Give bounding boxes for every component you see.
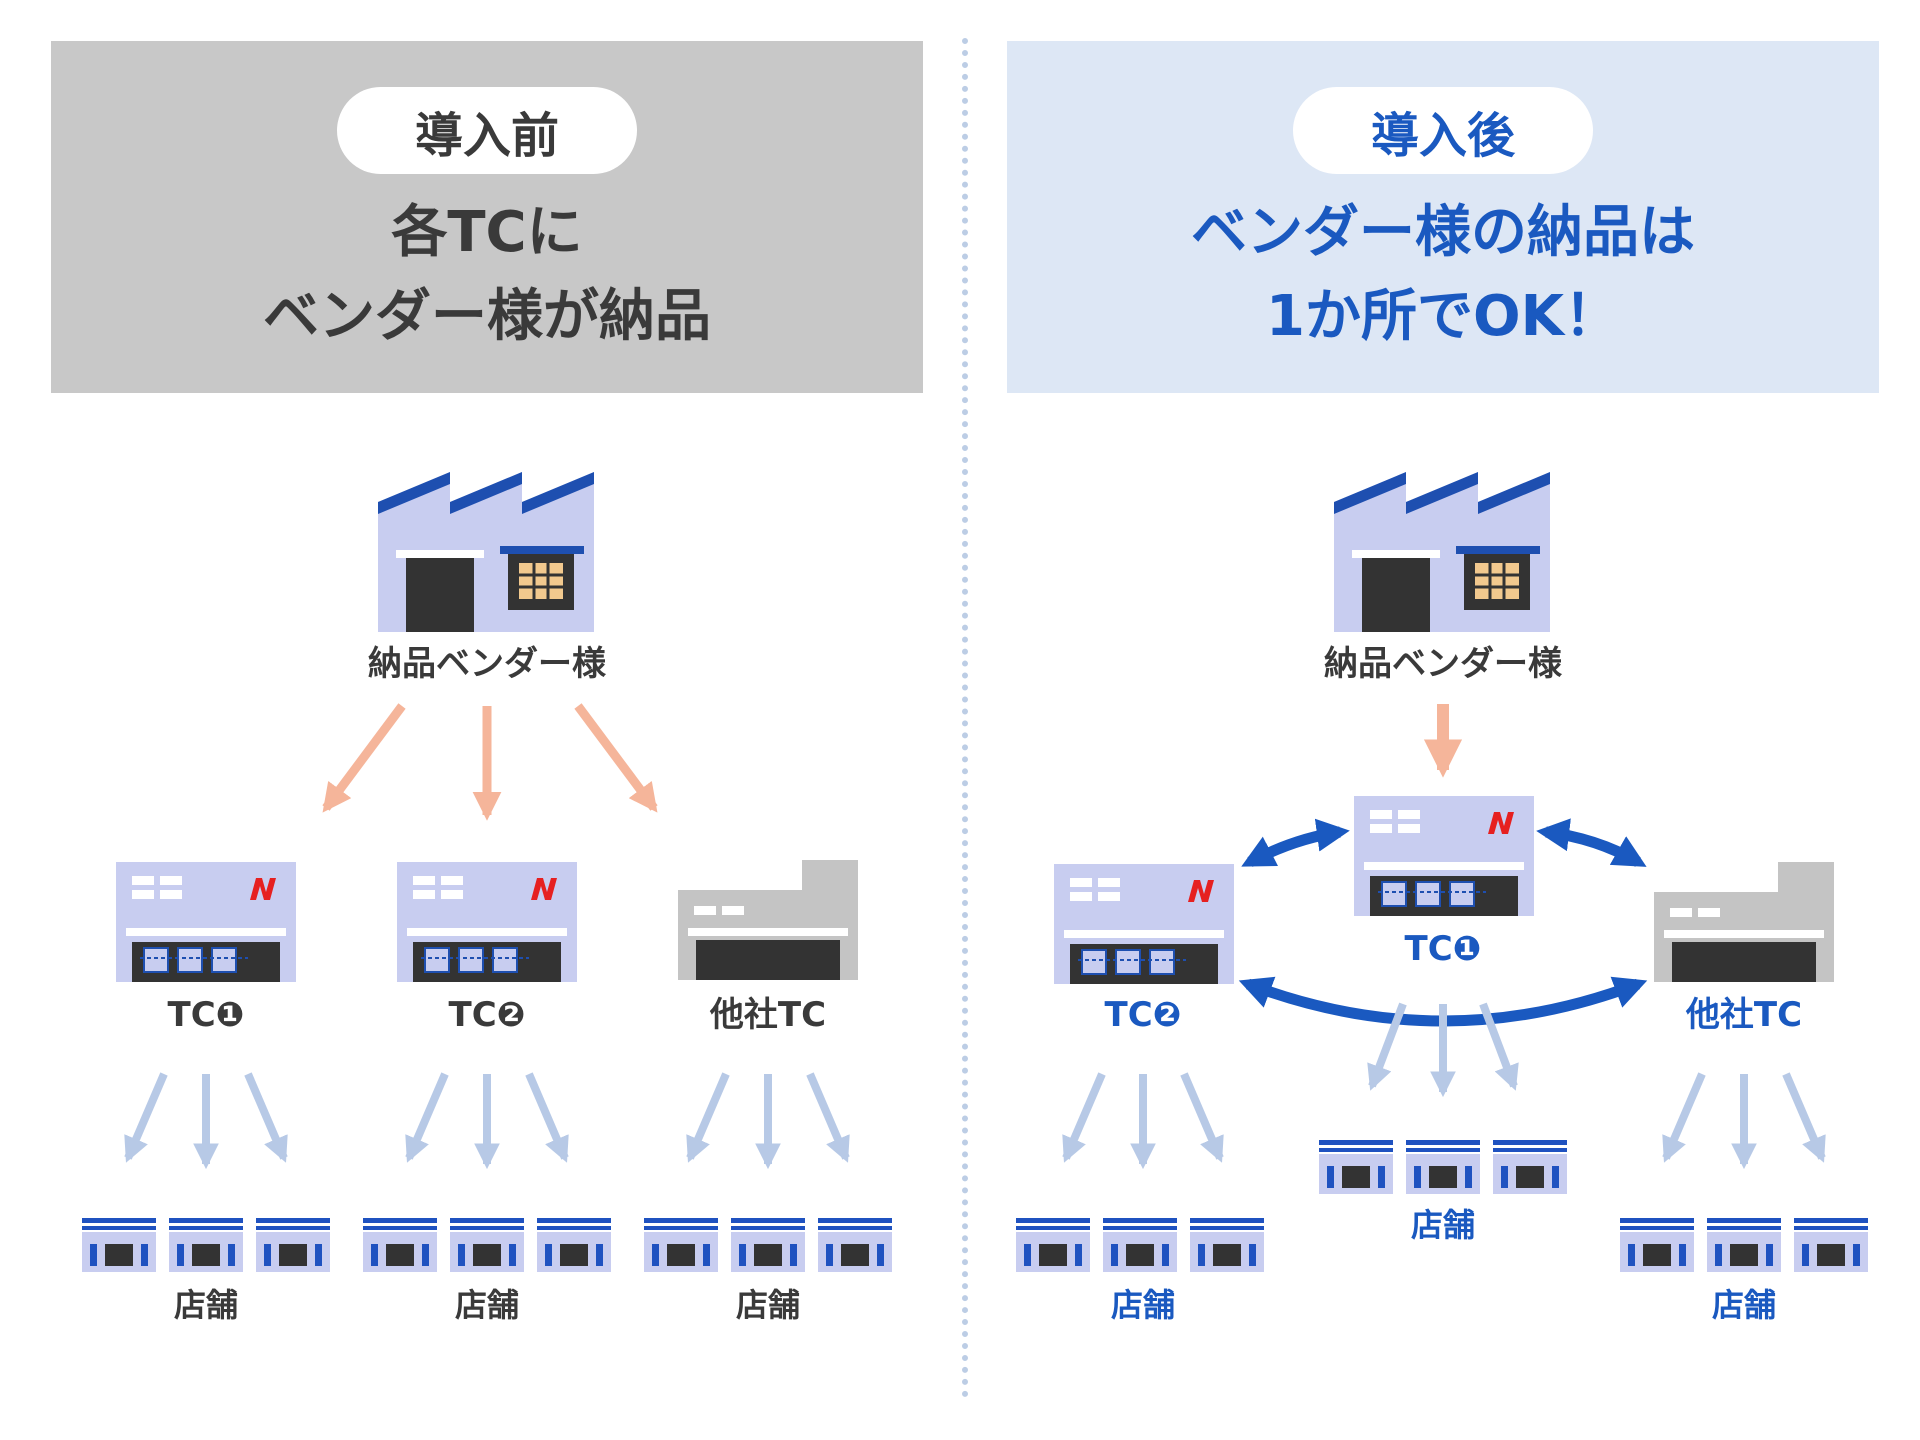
before-vendor-arrows [322, 703, 658, 821]
before-header-panel: 導入前 各TCに ベンダー様が納品 [51, 41, 923, 393]
after-header-panel: 導入後 ベンダー様の納品は 1か所でOK！ [1007, 41, 1879, 393]
store-icon [731, 1218, 805, 1272]
before-store-group-tc1 [82, 1218, 330, 1272]
hub-tc2-link-arrow [1241, 818, 1350, 867]
store-icon [644, 1218, 718, 1272]
after-badge: 導入後 [1293, 87, 1593, 174]
vendor-to-other-tc-arrow [574, 703, 658, 813]
after-store-label-2: 店舗 [1411, 1206, 1475, 1244]
after-store-label-1: 店舗 [1111, 1286, 1175, 1324]
tc2-center-icon [1053, 863, 1235, 985]
panel-divider [962, 38, 968, 1398]
store-icon [1319, 1140, 1393, 1194]
other-company-warehouse-icon [678, 860, 858, 980]
store-icon [537, 1218, 611, 1272]
after-store-group-other-tc [1620, 1218, 1868, 1272]
store-icon [256, 1218, 330, 1272]
store-icon [1190, 1218, 1264, 1272]
store-icon [169, 1218, 243, 1272]
after-headline-line-1: ベンダー様の納品は [1191, 200, 1695, 265]
before-headline-line-2: ベンダー様が納品 [263, 284, 711, 349]
before-tc1-label: TC❶ [168, 995, 245, 1035]
before-store-arrows [124, 1072, 850, 1170]
after-store-group-hub [1319, 1140, 1567, 1194]
after-other-tc-label: 他社TC [1685, 995, 1802, 1035]
before-vendor-label: 納品ベンダー様 [368, 644, 607, 684]
after-vendor-label: 納品ベンダー様 [1324, 644, 1563, 684]
vendor-factory-icon [376, 470, 596, 634]
before-headline: 各TCに ベンダー様が納品 [51, 191, 923, 359]
before-store-label-3: 店舗 [736, 1286, 800, 1324]
before-tc2-label: TC❷ [449, 995, 526, 1035]
store-icon [363, 1218, 437, 1272]
after-tc2-label: TC❷ [1105, 995, 1182, 1035]
hub-tc1-center-icon [1353, 795, 1535, 917]
store-icon [1707, 1218, 1781, 1272]
after-headline-line-2: 1か所でOK！ [1266, 284, 1620, 349]
vendor-to-tc1-arrow [322, 703, 406, 813]
after-hub-label: TC❶ [1405, 929, 1482, 969]
before-store-label-1: 店舗 [174, 1286, 238, 1324]
store-icon [82, 1218, 156, 1272]
after-store-group-tc2 [1016, 1218, 1264, 1272]
tc2-center-icon [396, 861, 578, 983]
store-icon [1493, 1140, 1567, 1194]
store-icon [818, 1218, 892, 1272]
other-company-warehouse-icon [1654, 862, 1834, 982]
store-icon [1406, 1140, 1480, 1194]
hub-other-tc-link-arrow [1536, 818, 1647, 867]
before-store-group-other-tc [644, 1218, 892, 1272]
vendor-factory-icon [1332, 470, 1552, 634]
tc1-center-icon [115, 861, 297, 983]
store-icon [1620, 1218, 1694, 1272]
after-store-arrows [1062, 1002, 1826, 1170]
store-icon [1103, 1218, 1177, 1272]
before-headline-line-1: 各TCに [391, 200, 583, 265]
after-headline: ベンダー様の納品は 1か所でOK！ [1007, 191, 1879, 359]
before-other-tc-label: 他社TC [709, 995, 826, 1035]
store-icon [1016, 1218, 1090, 1272]
after-store-label-3: 店舗 [1712, 1286, 1776, 1324]
before-store-label-2: 店舗 [455, 1286, 519, 1324]
store-icon [1794, 1218, 1868, 1272]
before-store-group-tc2 [363, 1218, 611, 1272]
store-icon [450, 1218, 524, 1272]
before-badge: 導入前 [337, 87, 637, 174]
